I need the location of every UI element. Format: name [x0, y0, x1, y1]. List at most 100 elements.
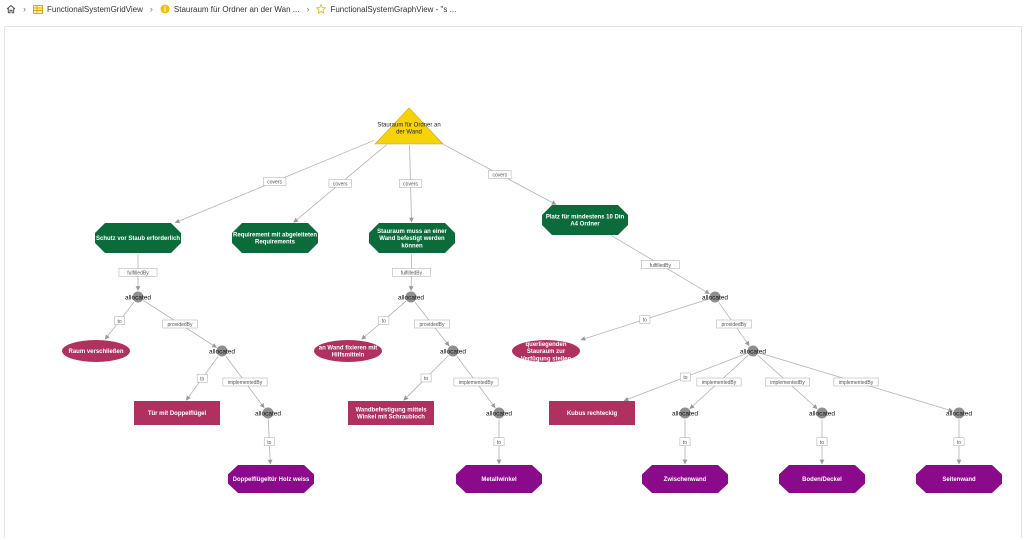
- graph-node-connector[interactable]: allocated: [486, 407, 512, 419]
- graph-node-component[interactable]: Metallwinkel: [456, 465, 542, 493]
- breadcrumb-item-grid-view[interactable]: FunctionalSystemGridView: [33, 4, 143, 14]
- connector-circle-shape: [447, 345, 459, 357]
- requirement-octagon-shape: [232, 223, 318, 253]
- graph-node-connector[interactable]: allocated: [255, 407, 281, 419]
- edge-label-box: [953, 437, 965, 446]
- edge-label: covers: [333, 182, 348, 188]
- breadcrumb-label: FunctionalSystemGridView: [47, 4, 143, 14]
- graph-node-connector[interactable]: allocated: [809, 407, 835, 419]
- graph-edge[interactable]: to: [816, 419, 828, 465]
- graph-edge[interactable]: to: [953, 419, 965, 465]
- graph-edge[interactable]: to: [263, 419, 275, 465]
- graph-node-requirement[interactable]: Schutz vor Staub erforderlich: [95, 223, 181, 253]
- graph-edge[interactable]: to: [403, 355, 449, 401]
- graph-edge[interactable]: fulfilledBy: [610, 235, 710, 295]
- graph-edge[interactable]: to: [493, 419, 505, 465]
- node-label: allocated: [740, 348, 766, 355]
- requirement-octagon-shape: [95, 223, 181, 253]
- graph-node-component[interactable]: Zwischenwand: [642, 465, 728, 493]
- graph-edge[interactable]: providedBy: [414, 301, 450, 347]
- graph-edge[interactable]: implementedBy: [689, 355, 749, 409]
- edge-label-box: [765, 377, 810, 387]
- component-octagon-shape: [642, 465, 728, 493]
- graph-edge[interactable]: to: [104, 301, 135, 340]
- graph-edge[interactable]: implementedBy: [222, 355, 268, 409]
- graph-node-component[interactable]: Boden/Deckel: [779, 465, 865, 493]
- graph-edge[interactable]: covers: [443, 144, 557, 205]
- breadcrumb-item-record[interactable]: Stauraum für Ordner an der Wan ...: [160, 4, 299, 14]
- component-octagon-shape: [779, 465, 865, 493]
- graph-edge[interactable]: to: [185, 356, 219, 401]
- graph-node-connector[interactable]: allocated: [125, 291, 151, 303]
- graph-edge[interactable]: providedBy: [143, 300, 217, 348]
- graph-node-connector[interactable]: allocated: [702, 291, 728, 303]
- edge-label-box: [263, 437, 275, 446]
- edge-label: to: [957, 440, 961, 446]
- edge-label-box: [222, 377, 268, 387]
- graph-node-connector[interactable]: allocated: [740, 345, 766, 357]
- node-label: allocated: [486, 410, 512, 417]
- connector-circle-shape: [816, 407, 828, 419]
- graph-edge[interactable]: fulfilledBy: [118, 254, 158, 291]
- node-label: Seitenwand: [942, 477, 976, 483]
- graph-edge[interactable]: to: [580, 298, 709, 341]
- graph-edge[interactable]: fulfilledBy: [392, 253, 431, 291]
- graph-edge[interactable]: to: [361, 300, 407, 340]
- edge-label: covers: [267, 180, 282, 186]
- edge-label-box: [640, 260, 680, 269]
- edge-label-box: [488, 170, 512, 179]
- edge-label: implementedBy: [702, 380, 737, 386]
- edge-label: to: [424, 376, 428, 382]
- graph-edge[interactable]: covers: [293, 144, 387, 223]
- graph-node-connector[interactable]: allocated: [672, 407, 698, 419]
- node-label: allocated: [440, 348, 466, 355]
- graph-edge[interactable]: covers: [174, 140, 375, 224]
- edge-label: fulfilledBy: [401, 270, 423, 276]
- graph-node-component[interactable]: Seitenwand: [916, 465, 1002, 493]
- edge-label-box: [162, 319, 198, 329]
- node-label: A4 Ordner: [570, 222, 600, 228]
- connector-circle-shape: [747, 345, 759, 357]
- part-rectangle-shape: [348, 401, 434, 425]
- node-label: Requirement mit abgeleiteten: [233, 233, 317, 239]
- graph-edge[interactable]: implementedBy: [759, 352, 954, 413]
- graph-node-connector[interactable]: allocated: [398, 291, 424, 303]
- graph-edge[interactable]: to: [623, 352, 748, 402]
- graph-node-part[interactable]: Kubus rechteckig: [549, 401, 635, 425]
- graph-node-connector[interactable]: allocated: [946, 407, 972, 419]
- graph-node-connector[interactable]: allocated: [440, 345, 466, 357]
- graph-edge[interactable]: implementedBy: [757, 355, 818, 409]
- edge-label-box: [196, 373, 208, 383]
- graph-edge[interactable]: covers: [398, 144, 423, 223]
- graph-edge[interactable]: providedBy: [716, 302, 752, 347]
- edge-label: to: [267, 440, 271, 446]
- node-label: Tür mit Doppelflügel: [148, 411, 207, 417]
- graph-node-function[interactable]: Raum verschließen: [62, 340, 130, 362]
- edge-label-box: [680, 372, 691, 382]
- graph-edge[interactable]: to: [679, 419, 691, 465]
- node-label: Requirements: [255, 240, 296, 246]
- graph-edge[interactable]: implementedBy: [453, 355, 499, 409]
- edge-label: to: [497, 440, 501, 446]
- edge-label-box: [493, 437, 505, 446]
- home-icon[interactable]: [6, 4, 16, 14]
- requirement-octagon-shape: [369, 223, 455, 253]
- graph-node-connector[interactable]: allocated: [209, 345, 235, 357]
- function-ellipse-shape: [62, 340, 130, 362]
- graph-node-part[interactable]: Tür mit Doppelflügel: [134, 401, 220, 425]
- part-rectangle-shape: [549, 401, 635, 425]
- edge-label: covers: [403, 182, 418, 188]
- edge-label-box: [378, 316, 390, 325]
- graph-node-component[interactable]: Doppelflügeltür Holz weiss: [228, 465, 314, 493]
- breadcrumb-item-graph-view[interactable]: FunctionalSystemGraphView - "s ...: [316, 4, 456, 14]
- connector-circle-shape: [405, 291, 417, 303]
